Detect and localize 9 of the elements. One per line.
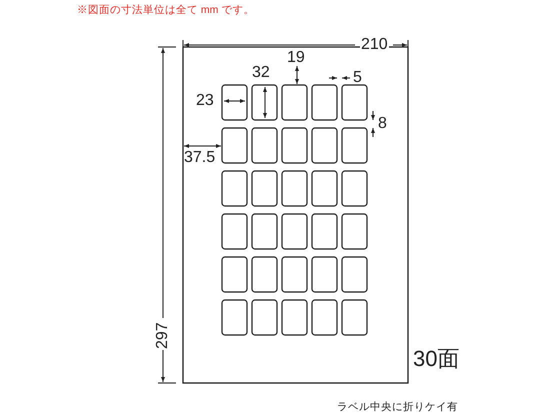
dimension-label: 32 (252, 65, 270, 81)
dimension-label: 297 (155, 322, 171, 349)
dimension-label: 23 (196, 93, 214, 109)
dimension-label: 5 (353, 70, 362, 86)
dimension-label: 37.5 (184, 150, 216, 166)
note-text: ※図面の寸法単位は全て mm です。 (77, 5, 254, 16)
note-text: ラベル中央に折りケイ有 (337, 402, 458, 412)
dimension-label: 8 (378, 116, 387, 132)
sheet-count-text: 30面 (413, 348, 460, 370)
